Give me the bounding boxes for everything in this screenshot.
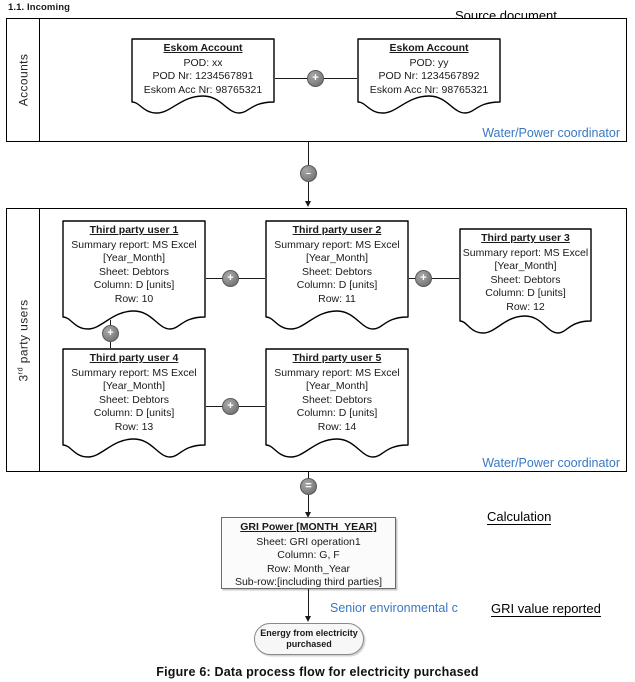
- operator-plus-accounts[interactable]: +: [307, 70, 324, 87]
- document-line: POD: xx: [183, 56, 223, 69]
- document-line: Eskom Acc Nr: 98765321: [143, 83, 263, 96]
- document-line: Eskom Acc Nr: 98765321: [369, 83, 489, 96]
- swimlane-accounts-label: Accounts: [16, 53, 30, 107]
- swimlane-third-party-suffix: party users: [16, 298, 31, 367]
- operator-plus-user4-user5[interactable]: +: [222, 398, 239, 415]
- document-third-party-user-3-text: Third party user 3 Summary report: MS Ex…: [459, 232, 592, 314]
- document-eskom-account-1[interactable]: Eskom Account POD: xx POD Nr: 1234567891…: [131, 38, 275, 114]
- phase-label-gri-value-reported: GRI value reported: [491, 601, 601, 617]
- output-node-text: Energy from electricity purchased: [260, 628, 358, 650]
- role-label-senior-environmental: Senior environmental c: [330, 601, 458, 615]
- calculation-box-title: GRI Power [MONTH_YEAR]: [240, 521, 377, 533]
- arrowhead-calculation-to-output: [305, 616, 311, 622]
- calculation-box-line: Row: Month_Year: [266, 562, 351, 575]
- operator-minus-accounts-to-thirdparty[interactable]: –: [300, 165, 317, 182]
- accounts-coordinator-label: Water/Power coordinator: [482, 126, 620, 140]
- calculation-box-line: Column: G, F: [277, 549, 340, 561]
- document-line: Column: D [units]: [93, 407, 175, 419]
- document-title: Eskom Account: [163, 42, 243, 54]
- document-title: Eskom Account: [389, 42, 469, 54]
- document-third-party-user-3[interactable]: Third party user 3 Summary report: MS Ex…: [459, 228, 592, 334]
- document-line: Sheet: Debtors: [98, 393, 170, 406]
- operator-equals-thirdparty-to-calculation[interactable]: =: [300, 478, 317, 495]
- document-line: POD: yy: [409, 56, 449, 69]
- document-line: POD Nr: 1234567892: [378, 70, 480, 82]
- document-eskom-account-2[interactable]: Eskom Account POD: yy POD Nr: 1234567892…: [357, 38, 501, 114]
- document-third-party-user-2-text: Third party user 2 Summary report: MS Ex…: [265, 224, 409, 306]
- document-line: Row: 10: [114, 292, 154, 305]
- document-third-party-user-5[interactable]: Third party user 5 Summary report: MS Ex…: [265, 348, 409, 458]
- document-line: Sheet: Debtors: [490, 273, 561, 286]
- document-shape-icon: [459, 228, 592, 334]
- connector-user2-user3: [409, 278, 459, 279]
- swimlane-accounts-title: Accounts: [7, 19, 40, 141]
- document-line: [Year_Month]: [494, 260, 557, 272]
- third-party-coordinator-label: Water/Power coordinator: [482, 456, 620, 470]
- calculation-box-line: Sub-row:[including third parties]: [234, 576, 383, 588]
- swimlane-third-party-prefix: 3: [16, 373, 31, 382]
- operator-plus-user1-user2[interactable]: +: [222, 270, 239, 287]
- document-line: Sheet: Debtors: [98, 265, 170, 278]
- document-line: [Year_Month]: [305, 252, 369, 264]
- document-shape-icon: [357, 38, 501, 114]
- document-line: [Year_Month]: [102, 380, 166, 392]
- document-shape-icon: [62, 220, 206, 330]
- document-line: Row: 12: [506, 300, 545, 313]
- document-title: Third party user 4: [89, 352, 179, 364]
- document-eskom-account-1-text: Eskom Account POD: xx POD Nr: 1234567891…: [131, 42, 275, 97]
- swimlane-third-party-label: 3rd party users: [16, 299, 31, 381]
- arrowhead-thirdparty-to-calculation: [305, 512, 311, 518]
- document-third-party-user-4-text: Third party user 4 Summary report: MS Ex…: [62, 352, 206, 434]
- document-third-party-user-2[interactable]: Third party user 2 Summary report: MS Ex…: [265, 220, 409, 330]
- calculation-box-gri-power[interactable]: GRI Power [MONTH_YEAR] Sheet: GRI operat…: [221, 517, 396, 589]
- document-line: Summary report: MS Excel: [71, 366, 197, 379]
- document-line: Column: D [units]: [296, 279, 378, 291]
- arrowhead-accounts-to-thirdparty: [305, 201, 311, 207]
- document-third-party-user-5-text: Third party user 5 Summary report: MS Ex…: [265, 352, 409, 434]
- calculation-box-line: Sheet: GRI operation1: [256, 535, 361, 548]
- document-line: [Year_Month]: [102, 252, 166, 264]
- document-line: Row: 11: [318, 292, 356, 305]
- document-third-party-user-4[interactable]: Third party user 4 Summary report: MS Ex…: [62, 348, 206, 458]
- document-shape-icon: [265, 348, 409, 458]
- document-title: Third party user 1: [89, 224, 179, 236]
- document-title: Third party user 2: [292, 224, 382, 236]
- figure-caption: Figure 6: Data process flow for electric…: [156, 665, 479, 679]
- document-line: Summary report: MS Excel: [274, 366, 400, 379]
- document-line: Summary report: MS Excel: [462, 246, 589, 259]
- document-line: Sheet: Debtors: [301, 265, 373, 278]
- output-node-line-1: Energy from electricity: [260, 628, 358, 638]
- output-node-energy-from-electricity-purchased[interactable]: Energy from electricity purchased: [254, 623, 364, 655]
- swimlane-third-party-title: 3rd party users: [7, 209, 40, 471]
- document-line: Sheet: Debtors: [301, 393, 373, 406]
- document-title: Third party user 5: [292, 352, 382, 364]
- document-line: Column: D [units]: [93, 279, 175, 291]
- document-eskom-account-2-text: Eskom Account POD: yy POD Nr: 1234567892…: [357, 42, 501, 97]
- operator-plus-user2-user3[interactable]: +: [415, 270, 432, 287]
- connector-calculation-to-output: [308, 589, 309, 620]
- document-shape-icon: [62, 348, 206, 458]
- document-title: Third party user 3: [481, 232, 570, 244]
- phase-label-calculation: Calculation: [487, 509, 552, 525]
- document-third-party-user-1-text: Third party user 1 Summary report: MS Ex…: [62, 224, 206, 306]
- document-line: Column: D [units]: [485, 287, 566, 299]
- document-line: Row: 14: [317, 420, 357, 433]
- document-line: Summary report: MS Excel: [274, 238, 400, 251]
- document-third-party-user-1[interactable]: Third party user 1 Summary report: MS Ex…: [62, 220, 206, 330]
- output-node-line-2: purchased: [286, 639, 332, 649]
- document-line: [Year_Month]: [305, 380, 369, 392]
- document-line: Summary report: MS Excel: [71, 238, 197, 251]
- document-shape-icon: [131, 38, 275, 114]
- document-line: Row: 13: [114, 420, 154, 433]
- section-heading: 1.1. Incoming: [8, 2, 71, 13]
- document-line: Column: D [units]: [296, 407, 378, 419]
- document-line: POD Nr: 1234567891: [152, 70, 254, 82]
- document-shape-icon: [265, 220, 409, 330]
- swimlane-third-party-superscript: rd: [15, 366, 25, 374]
- operator-plus-user1-user4[interactable]: +: [102, 325, 119, 342]
